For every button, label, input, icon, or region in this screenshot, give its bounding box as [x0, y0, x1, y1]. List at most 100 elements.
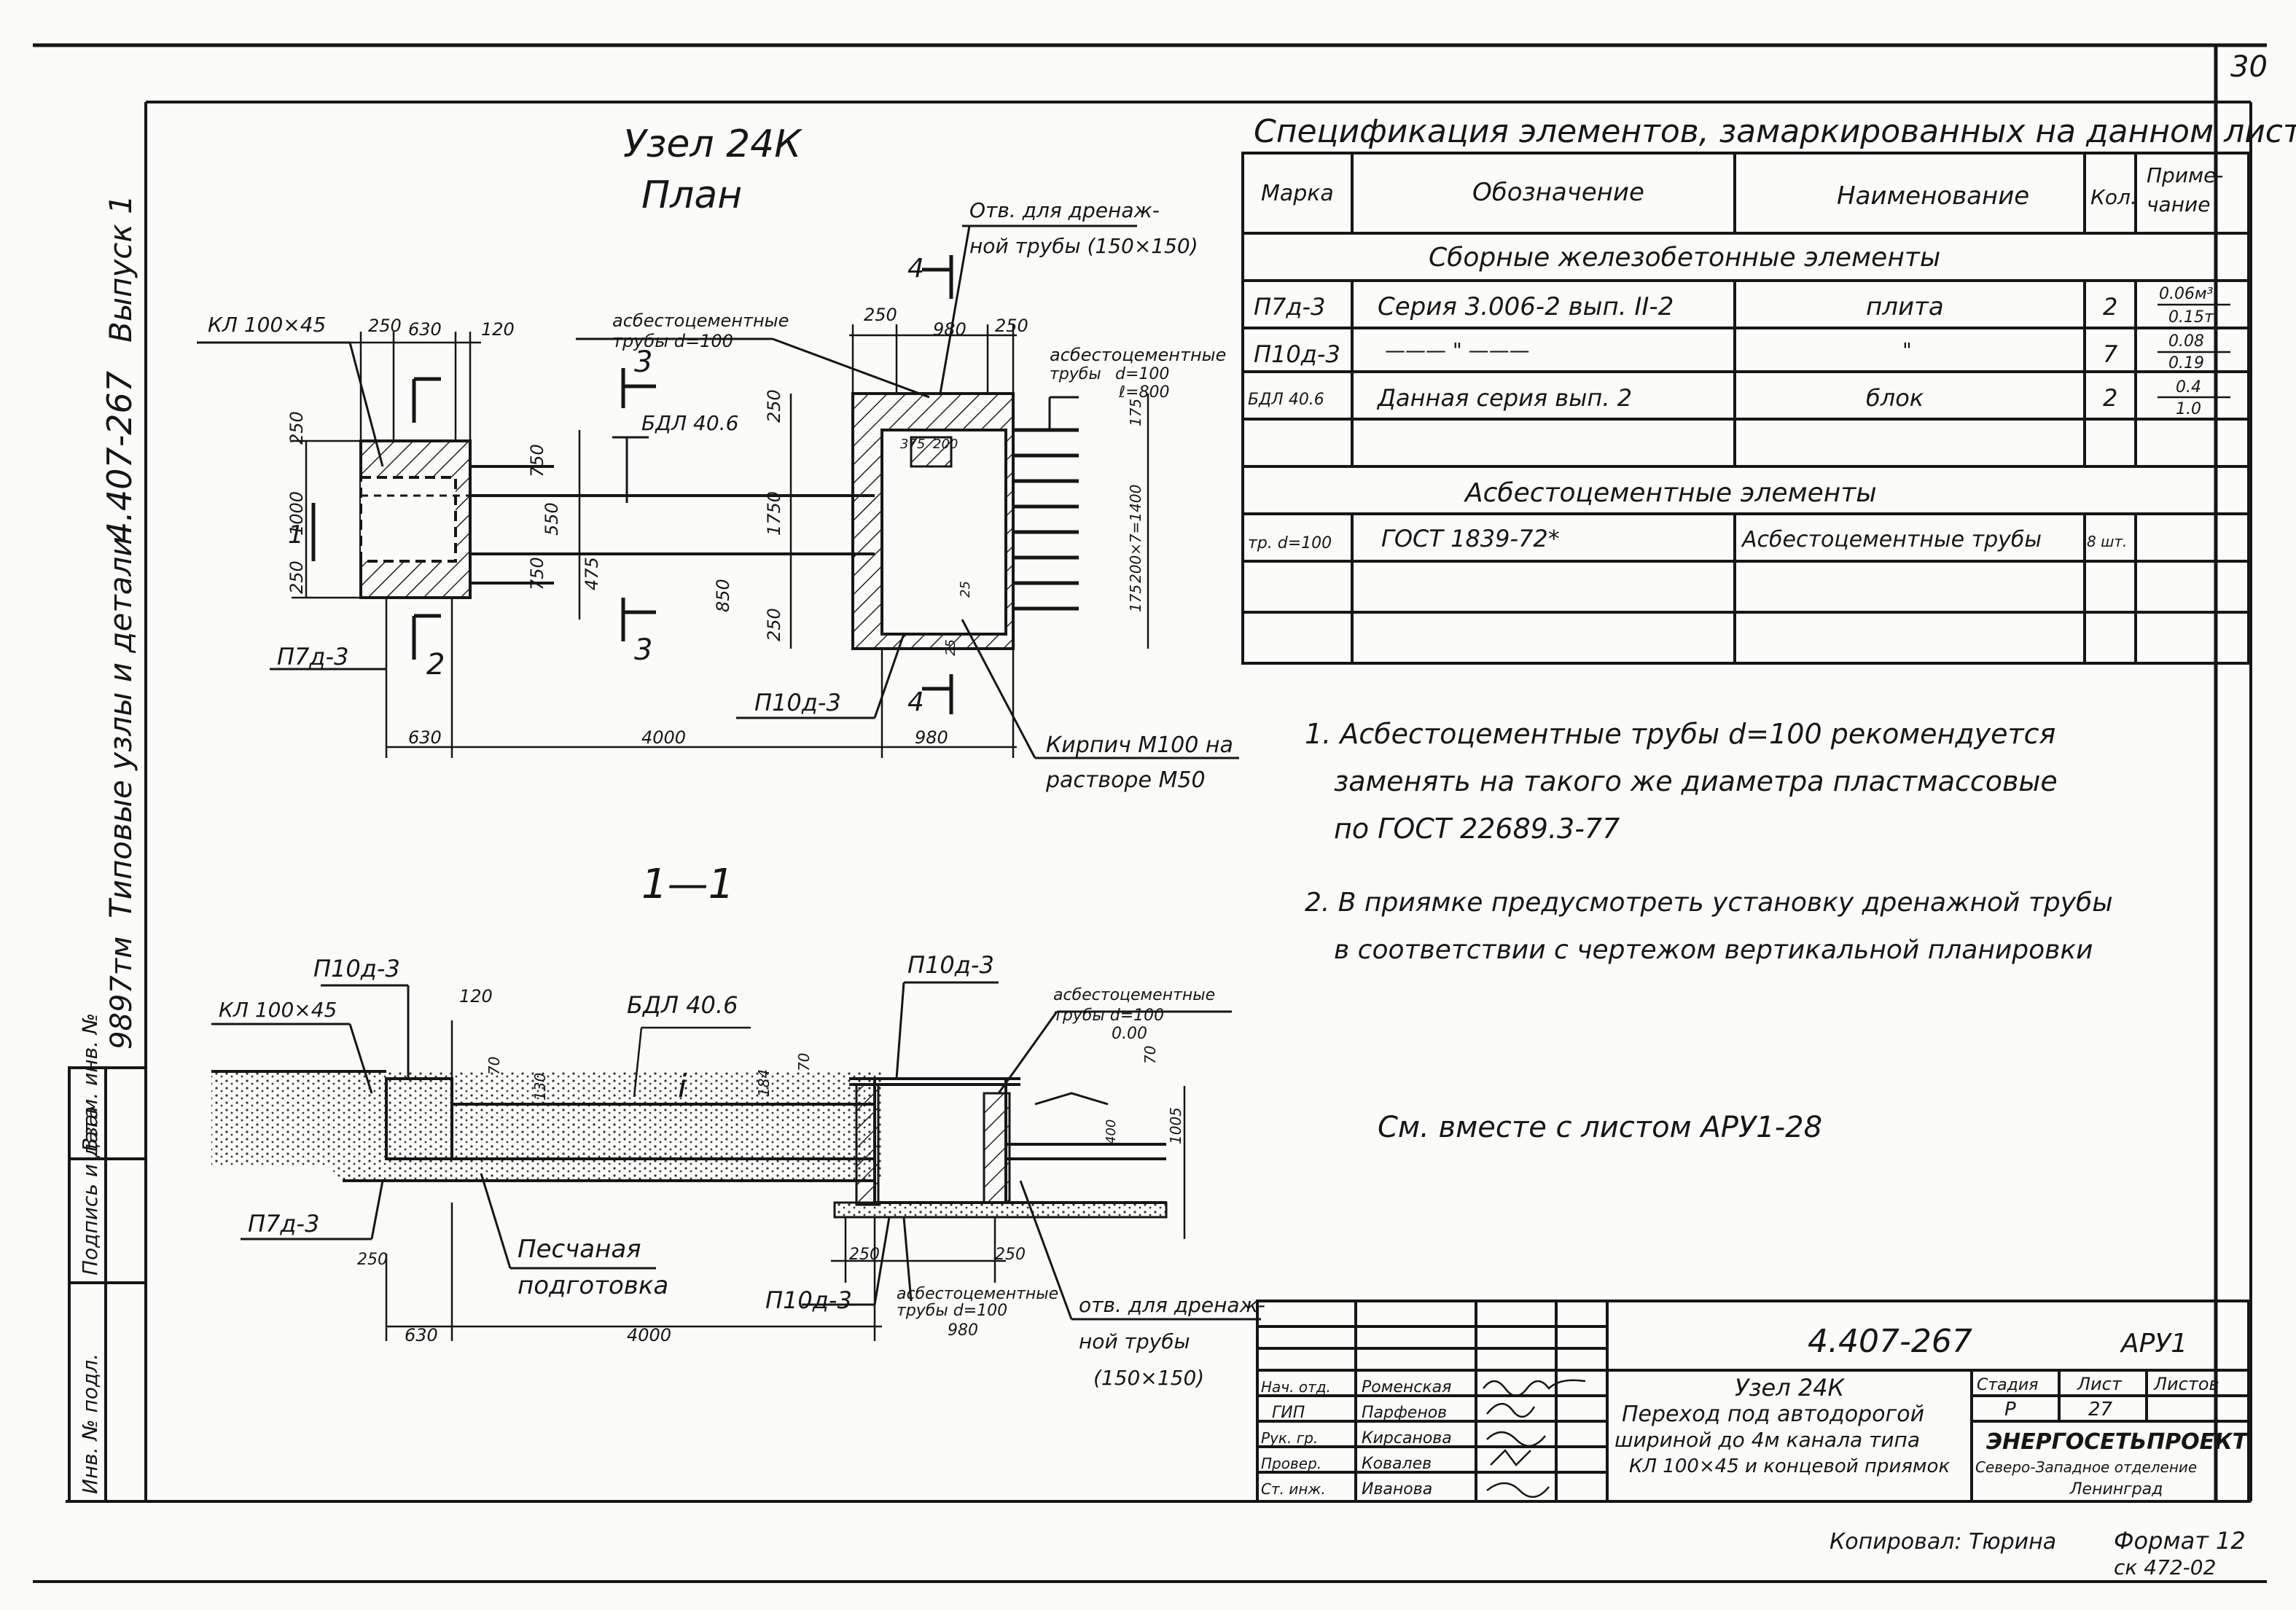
- spec-cell-mark: тр. d=100: [1248, 534, 1332, 552]
- section-dim-250b: 250: [849, 1246, 880, 1264]
- plan-asbestos1-line2: трубы d=100: [612, 331, 733, 351]
- plan-dim-v850: 850: [713, 579, 733, 612]
- tb-org: ЭНЕРГОСЕТЬПРОЕКТ: [1986, 1429, 2249, 1455]
- spec-cell-name: ": [1902, 338, 1912, 362]
- plan-cut-3-top: 3: [634, 345, 652, 379]
- title-block: 4.407-267 АРУ1 Нач. отд. ГИП Рук. гр. Пр…: [1256, 1300, 2250, 1503]
- tb-name: Роменская: [1362, 1378, 1451, 1396]
- spec-header-name: Наименование: [1837, 181, 2029, 211]
- plan-left-chamber: [359, 439, 472, 599]
- tb-role: Рук. гр.: [1261, 1429, 1318, 1447]
- plan-subtitle: План: [641, 173, 742, 217]
- section-p10-top-right: П10д-3: [907, 951, 994, 979]
- tb-signatures: [1483, 1379, 1586, 1498]
- spec-header-note-2: чание: [2147, 192, 2210, 216]
- section-drain-line1: отв. для дренаж-: [1079, 1293, 1265, 1317]
- plan-cut-4-bottom: 4: [907, 687, 924, 717]
- strip-signature: Подпись и дата: [78, 1106, 102, 1275]
- section-dim-bottom-630: 630: [405, 1325, 438, 1345]
- plan-right-chamber: [851, 392, 1015, 650]
- plan-dim-250a: 250: [368, 316, 402, 336]
- plan-view: Узел 24К План: [197, 122, 1239, 793]
- note-2-line2: в соответствии с чертежом вертикальной п…: [1334, 935, 2093, 965]
- tb-title-line2: Переход под автодорогой: [1622, 1402, 1924, 1427]
- spec-group-asbestos: Асбестоцементные элементы: [1464, 478, 1877, 508]
- note-2-line1: 2. В приямке предусмотреть установку дре…: [1305, 888, 2113, 918]
- section-dim-120: 120: [459, 986, 493, 1007]
- section-asbestos-level: 0.00: [1112, 1025, 1147, 1043]
- specification-table: Спецификация элементов, замаркированных …: [1241, 113, 2296, 665]
- section-slope: i: [678, 1068, 687, 1105]
- plan-dim-v750a: 750: [527, 444, 547, 477]
- spec-header-note-1: Приме-: [2147, 163, 2223, 187]
- section-dim-bottom-4000: 4000: [627, 1325, 671, 1345]
- section-asbestos-line1: асбестоцементные: [1053, 986, 1215, 1004]
- notes: 1. Асбестоцементные трубы d=100 рекоменд…: [1305, 718, 2113, 1144]
- tb-title-line3: шириной до 4м канала типа: [1614, 1428, 1920, 1452]
- spec-cell-name: блок: [1866, 384, 1924, 412]
- tb-title-line1: Узел 24К: [1735, 1374, 1846, 1402]
- plan-dim-250c: 250: [995, 316, 1028, 336]
- footer-format: Формат 12: [2114, 1527, 2246, 1555]
- spec-row: П10д-3 ——— " ——— " 7 0.08 0.19: [1254, 332, 2204, 372]
- section-view: 1—1: [211, 861, 1265, 1390]
- spec-cell-note-top: 0.06м³: [2159, 285, 2214, 303]
- spec-group-precast: Сборные железобетонные элементы: [1429, 243, 1940, 273]
- section-dim-1005: 1005: [1167, 1107, 1184, 1144]
- section-asbestos2-line2: трубы d=100: [897, 1302, 1007, 1320]
- section-p10-bottom: П10д-3: [765, 1286, 852, 1314]
- footer-code: ск 472-02: [2114, 1555, 2216, 1579]
- side-series: Типовые узлы и детали: [103, 536, 138, 918]
- tb-sheets-header: Листов: [2153, 1374, 2219, 1394]
- section-bdl-label: БДЛ 40.6: [627, 991, 738, 1019]
- spec-row: БДЛ 40.6 Данная серия вып. 2 блок 2 0.4 …: [1248, 378, 2201, 418]
- plan-title: Узел 24К: [623, 122, 803, 166]
- spec-header-designation: Обозначение: [1472, 178, 1644, 207]
- section-drain-line2: ной трубы: [1079, 1329, 1190, 1353]
- spec-cell-qty: 8 шт.: [2087, 533, 2127, 550]
- plan-dim-bottom-630: 630: [408, 727, 442, 748]
- spec-cell-qty: 7: [2103, 340, 2118, 368]
- plan-cut-2: 2: [426, 648, 445, 681]
- plan-dim-v175a: 175: [1127, 399, 1144, 426]
- plan-dim-v250b: 250: [286, 560, 307, 594]
- spec-cell-qty: 2: [2103, 384, 2117, 412]
- plan-dim-v1750: 1750: [764, 491, 784, 536]
- section-dimension-lines: [385, 1020, 1186, 1341]
- plan-asbestos2-line1: асбестоцементные: [1050, 345, 1226, 365]
- plan-dim-120: 120: [481, 319, 515, 340]
- tb-doc-code: 4.407-267: [1808, 1323, 1972, 1360]
- tb-name: Парфенов: [1362, 1404, 1447, 1422]
- section-asbestos-line2: трубы d=100: [1053, 1007, 1164, 1025]
- plan-brick-line1: Кирпич М100 на: [1046, 732, 1233, 758]
- tb-stage-header: Стадия: [1977, 1376, 2038, 1394]
- plan-cut-3-bottom: 3: [634, 633, 652, 667]
- spec-cell-designation: ——— " ———: [1385, 338, 1530, 362]
- spec-cell-note-top: 0.08: [2168, 332, 2204, 351]
- section-dim-184: 184: [755, 1069, 773, 1097]
- plan-kl-label: КЛ 100×45: [208, 313, 326, 337]
- spec-cell-mark: П7д-3: [1254, 293, 1325, 321]
- spec-cell-mark: П10д-3: [1254, 340, 1340, 368]
- plan-dim-v475: 475: [582, 557, 602, 590]
- plan-cut-4-top: 4: [907, 254, 924, 284]
- note-1-line2: заменять на такого же диаметра пластмасс…: [1334, 765, 2058, 797]
- plan-asbestos1-line1: асбестоцементные: [612, 310, 789, 331]
- section-dim-70a: 70: [485, 1057, 503, 1075]
- tb-sheet-code: АРУ1: [2120, 1329, 2187, 1359]
- section-sand-line1: Песчаная: [518, 1235, 641, 1264]
- note-1-line1: 1. Асбестоцементные трубы d=100 рекоменд…: [1305, 718, 2055, 750]
- page-number: 30: [2230, 50, 2268, 84]
- left-strip: [68, 1066, 147, 1503]
- spec-cell-qty: 2: [2103, 293, 2117, 321]
- plan-asbestos2-line2: трубы: [1050, 365, 1101, 383]
- plan-dim-v175b: 175: [1127, 585, 1144, 612]
- spec-header-qty: Кол.: [2090, 185, 2137, 209]
- sheet-frame: [33, 43, 2267, 1583]
- plan-p7-label: П7д-3: [277, 643, 348, 671]
- tb-role: ГИП: [1272, 1404, 1305, 1422]
- plan-p10-label: П10д-3: [754, 689, 841, 716]
- strip-replace: Взам. инв. №: [78, 1013, 102, 1152]
- plan-brick-line2: растворе М50: [1045, 767, 1206, 793]
